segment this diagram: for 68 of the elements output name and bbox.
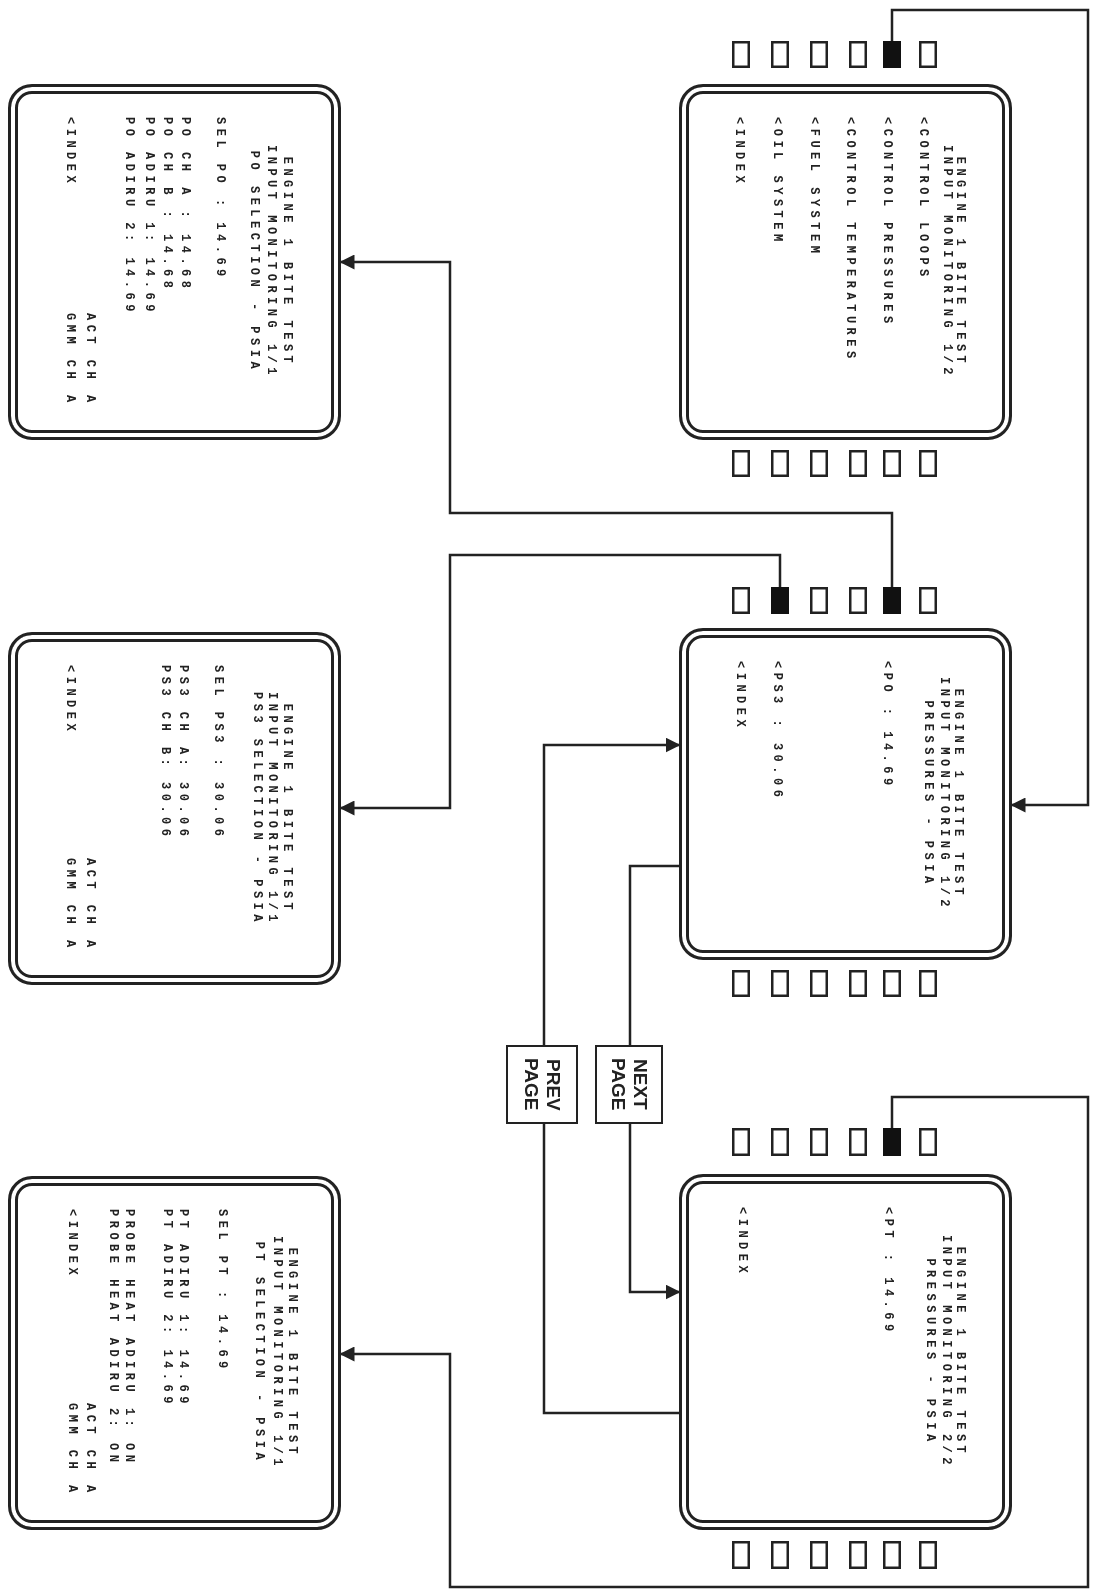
screen-text: <CONTROL LOOPS — [917, 117, 929, 281]
screen-text: <PO : 14.69 — [881, 661, 893, 790]
screen-text: PS3 CH B: 30.06 — [159, 665, 171, 841]
screen-text: SEL PT : 14.69 — [216, 1209, 228, 1373]
screen-text: PS3 CH A: 30.06 — [177, 665, 189, 841]
screen-text: <INDEX — [66, 1209, 78, 1280]
page-key: NEXT PAGE — [595, 1045, 663, 1124]
page-key: PREV PAGE — [506, 1045, 578, 1124]
screen-text: INPUT MONITORING 2/2 — [940, 1235, 952, 1469]
screen-text: PO SELECTION - PSIA — [248, 150, 260, 374]
screen-text: PO ADIRU 2: 14.69 — [123, 117, 135, 316]
line-select-key — [883, 1128, 901, 1156]
connector-arrow — [339, 254, 894, 587]
screen-text: ENGINE 1 BITE TEST — [952, 688, 964, 900]
screen-text: INPUT MONITORING 1/1 — [271, 1236, 283, 1470]
screen-text: PT SELECTION - PSIA — [253, 1241, 265, 1465]
cdu-screen — [679, 1174, 1012, 1530]
cdu-screen — [8, 632, 341, 985]
screen-text: <INDEX — [736, 1207, 748, 1278]
screen-text: <PS3 : 30.06 — [771, 661, 783, 802]
screen-text: SEL PO : 14.69 — [214, 117, 226, 281]
cdu-screen — [679, 628, 1012, 960]
screen-text: ACT CH A — [84, 1403, 96, 1497]
screen-text: <INDEX — [64, 665, 76, 736]
connector-arrow — [339, 1095, 1090, 1589]
screen-text: INPUT MONITORING 1/1 — [265, 145, 277, 379]
screen-text: PO CH A : 14.68 — [179, 117, 191, 293]
cdu-screen — [679, 84, 1012, 440]
screen-text: ACT CH A — [84, 858, 96, 952]
screen-text: SEL PS3 : 30.06 — [212, 665, 224, 841]
screen-text: <FUEL SYSTEM — [808, 117, 820, 258]
screen-text: <OIL SYSTEM — [771, 117, 783, 246]
screen-text: ENGINE 1 BITE TEST — [281, 156, 293, 368]
screen-text: ACT CH A — [84, 313, 96, 407]
screen-text: PROBE HEAT ADIRU 2: ON — [107, 1209, 119, 1467]
screen-text: ENGINE 1 BITE TEST — [281, 703, 293, 914]
screen-text: <INDEX — [734, 661, 746, 732]
connector-arrow — [339, 553, 782, 816]
connector-arrow — [542, 737, 681, 1045]
screen-text: <INDEX — [733, 117, 745, 188]
cdu-screen — [8, 84, 341, 440]
screen-text: GMM CH A — [64, 858, 76, 952]
screen-text: PO ADIRU 1: 14.69 — [143, 117, 155, 316]
line-select-key — [883, 587, 901, 614]
screen-text: GMM CH A — [64, 313, 76, 407]
screen-text: PT ADIRU 2: 14.69 — [161, 1209, 173, 1408]
cdu-screen — [8, 1176, 341, 1530]
screen-text: ENGINE 1 BITE TEST — [954, 156, 966, 368]
screen-text: <INDEX — [64, 117, 76, 188]
screen-text: INPUT MONITORING 1/2 — [941, 145, 953, 379]
screen-text: <CONTROL TEMPERATURES — [844, 117, 856, 363]
line-select-key — [771, 587, 789, 614]
screen-text: PRESSURES - PSIA — [924, 1258, 936, 1446]
screen-text: ENGINE 1 BITE TEST — [954, 1246, 966, 1458]
screen-text: <PT : 14.69 — [882, 1207, 894, 1336]
screen-text: PT ADIRU 1: 14.69 — [177, 1209, 189, 1408]
connector-arrow — [628, 1124, 681, 1300]
screen-text: PO CH B : 14.68 — [161, 117, 173, 293]
screen-text: INPUT MONITORING 1/2 — [938, 677, 950, 911]
screen-text: ENGINE 1 BITE TEST — [286, 1247, 298, 1459]
screen-text: INPUT MONITORING 1/1 — [266, 691, 278, 926]
screen-text: PS3 SELECTION - PSIA — [251, 691, 263, 926]
screen-text: PRESSURES - PSIA — [922, 700, 934, 888]
screen-text: GMM CH A — [66, 1403, 78, 1497]
line-select-key — [883, 41, 901, 68]
connector-arrow — [890, 8, 1090, 813]
screen-text: PROBE HEAT ADIRU 1: ON — [123, 1209, 135, 1467]
screen-text: <CONTROL PRESSURES — [881, 117, 893, 328]
